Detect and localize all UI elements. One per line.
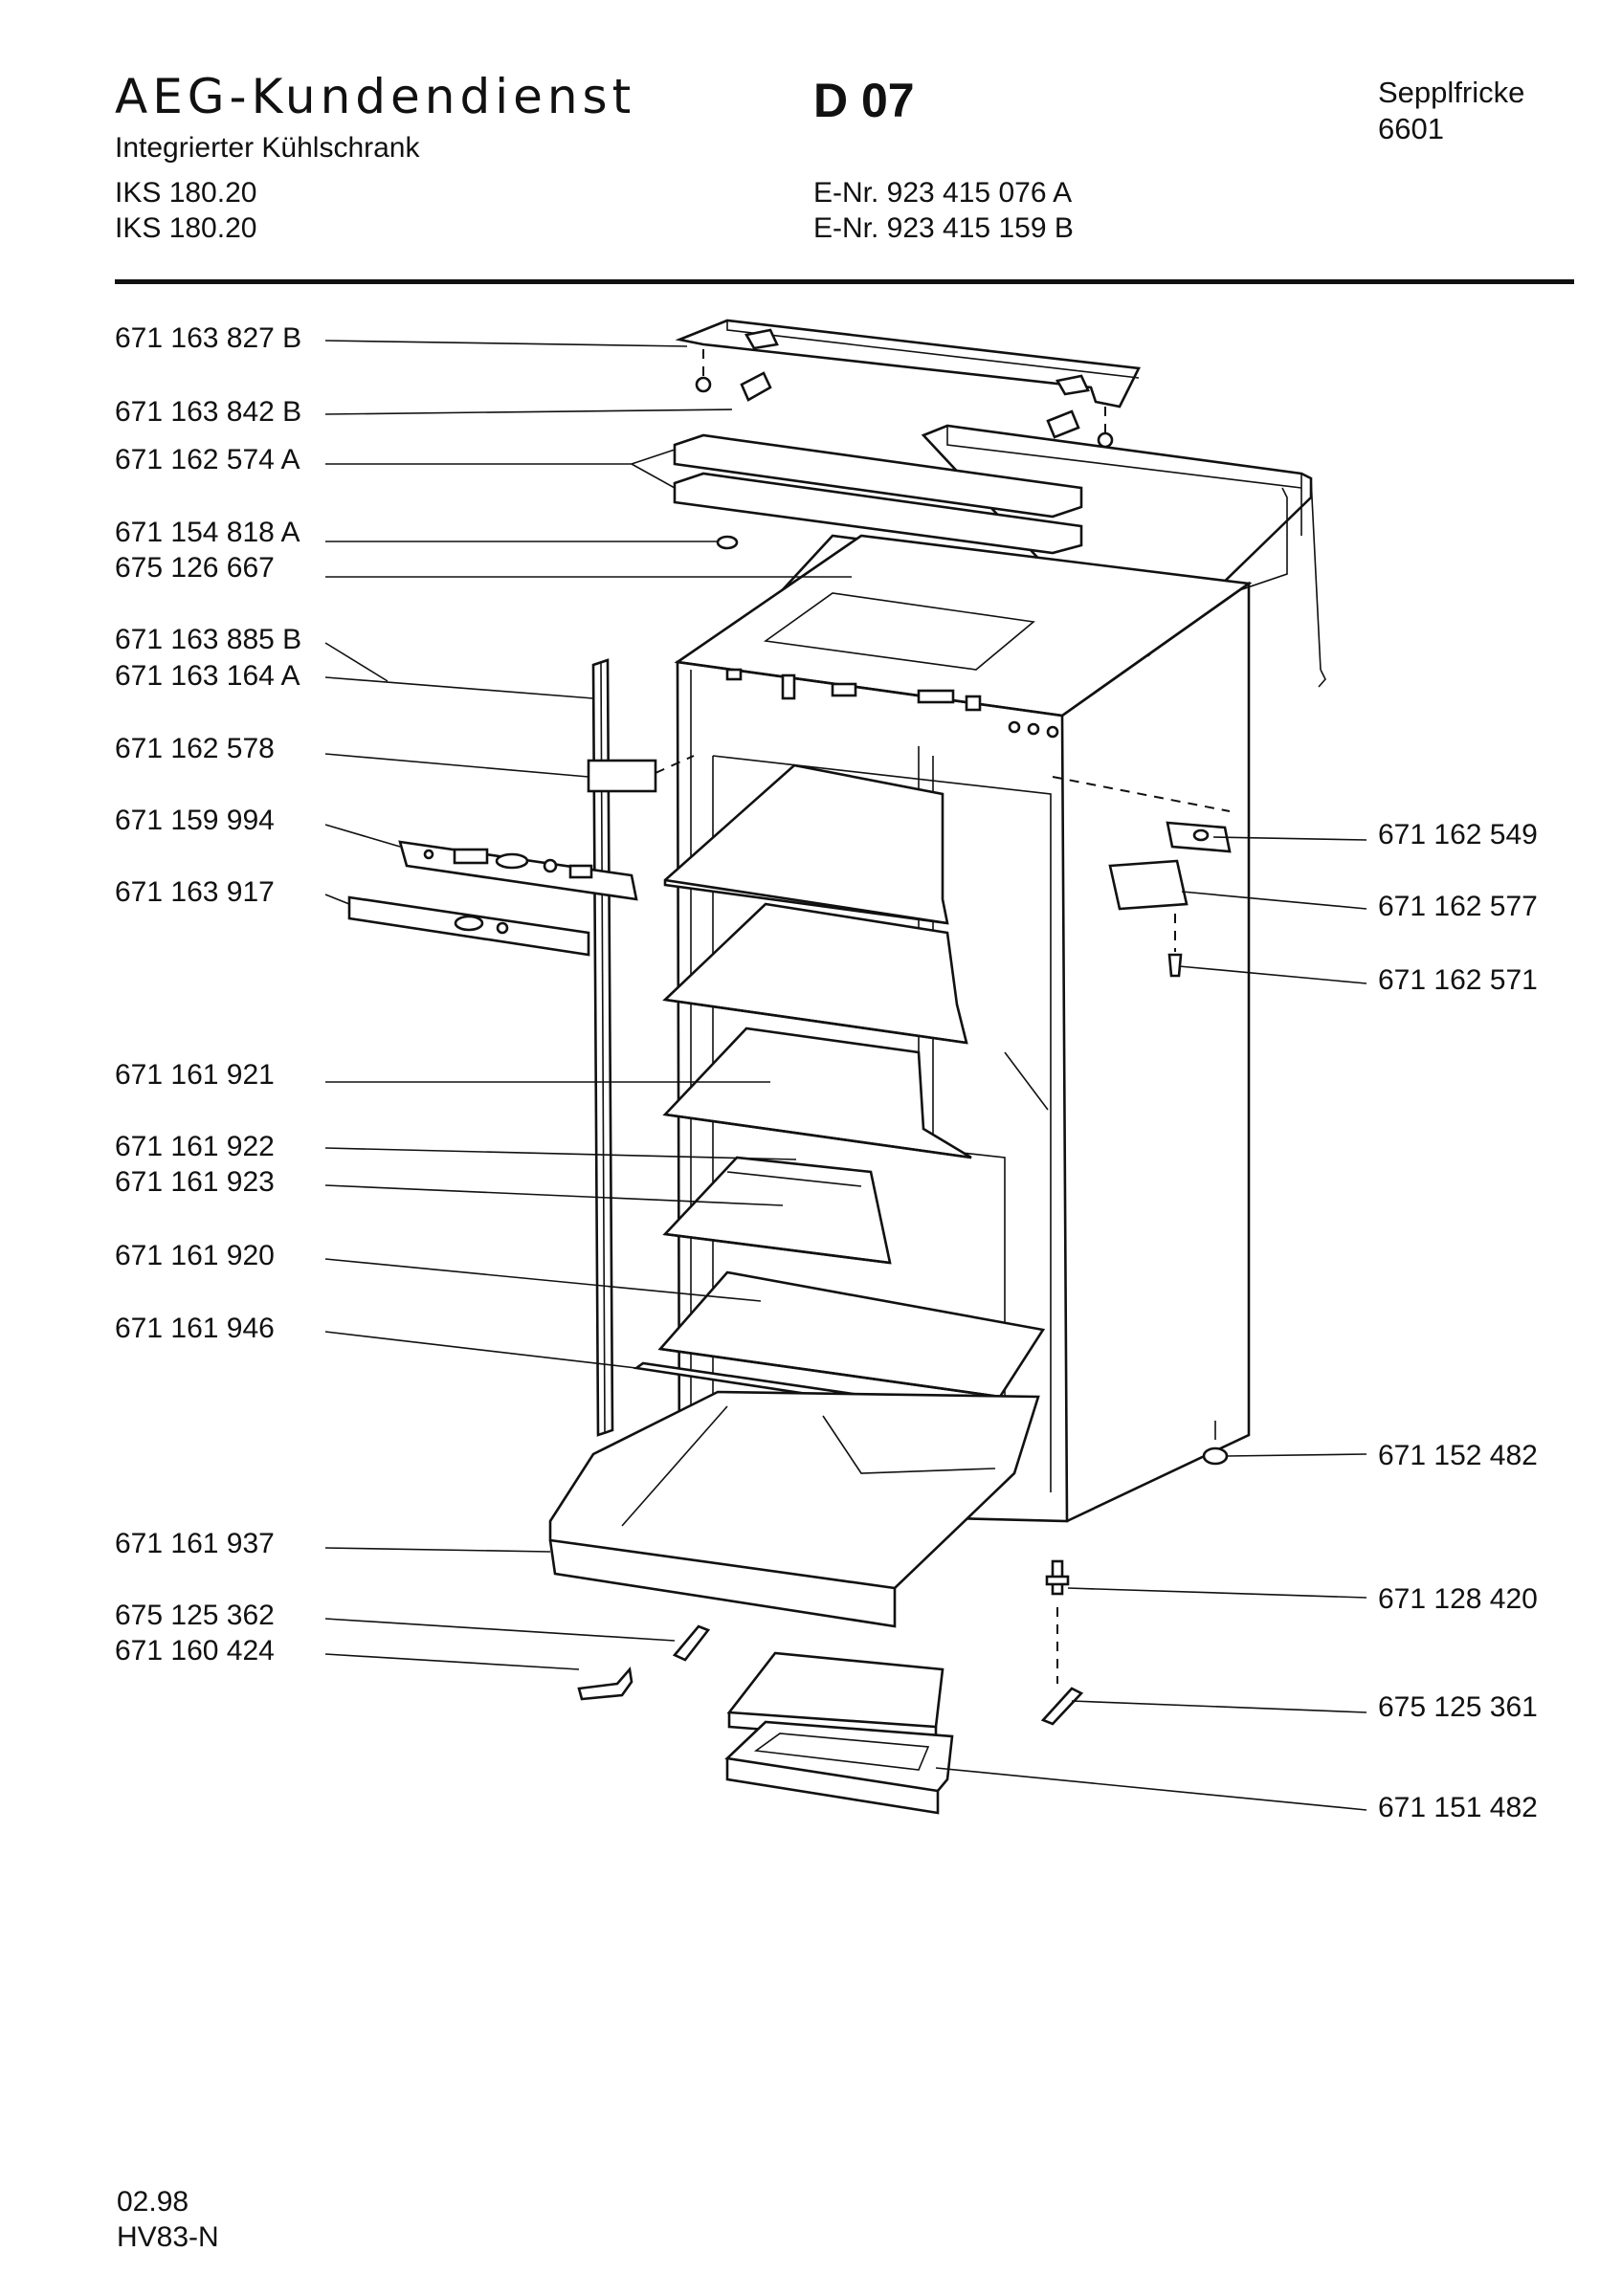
- bottom-bracket-424: [577, 1667, 633, 1701]
- foot-plate: [1040, 1687, 1084, 1726]
- footer-code: HV83-N: [117, 2221, 219, 2253]
- top-rails: [673, 433, 1083, 555]
- part-label: 671 152 482: [1378, 1440, 1538, 1471]
- cabinet-body: [674, 534, 1253, 1523]
- storage-box: [724, 1651, 954, 1815]
- part-label: 671 160 424: [115, 1635, 275, 1667]
- part-label: 675 126 667: [115, 552, 275, 584]
- part-label: 671 163 842 B: [115, 396, 302, 428]
- author-block: Sepplfricke 6601: [1378, 75, 1524, 147]
- part-label: 671 128 420: [1378, 1583, 1538, 1615]
- top-mounting-rail: [675, 319, 1141, 449]
- document-code: D 07: [813, 74, 915, 127]
- product-name: Integrierter Kühlschrank: [115, 132, 420, 164]
- enr-2: E-Nr. 923 415 159 B: [813, 212, 1074, 244]
- shelf-5: [657, 1270, 1046, 1399]
- part-label: 671 161 937: [115, 1528, 275, 1559]
- foot-washer: [1202, 1421, 1229, 1466]
- part-label: 671 163 827 B: [115, 322, 302, 354]
- part-label: 671 162 578: [115, 733, 275, 764]
- door-hinge-strip: [587, 658, 695, 1437]
- hinge-screw: [1167, 914, 1183, 978]
- part-label: 671 162 574 A: [115, 444, 300, 475]
- part-label: 671 162 571: [1378, 964, 1538, 996]
- leveling-foot: [1045, 1559, 1070, 1684]
- bottom-bracket-362: [672, 1624, 711, 1662]
- model-1: IKS 180.20: [115, 177, 257, 209]
- part-label: 671 159 994: [115, 805, 275, 836]
- part-label: 671 151 482: [1378, 1792, 1538, 1823]
- part-label: 671 161 946: [115, 1313, 275, 1344]
- cover-strip: [347, 895, 590, 957]
- shelf-3: [662, 1027, 972, 1159]
- clip-pair: [740, 371, 1080, 439]
- shelf-4-crisper-cover: [662, 1156, 892, 1265]
- leader-lines-right: [935, 836, 1367, 1811]
- part-label: 671 161 920: [115, 1240, 275, 1271]
- footer-date: 02.98: [117, 2186, 189, 2218]
- part-label: 671 163 164 A: [115, 660, 300, 692]
- part-label: 671 161 921: [115, 1059, 275, 1091]
- part-label: 671 163 885 B: [115, 624, 302, 655]
- part-label: 671 163 917: [115, 876, 275, 908]
- part-label: 671 162 549: [1378, 819, 1538, 850]
- part-label: 671 154 818 A: [115, 517, 300, 548]
- hinge-bracket: [1052, 776, 1232, 853]
- header-divider: [115, 279, 1574, 284]
- part-label: 675 125 362: [115, 1600, 275, 1631]
- shelf-2: [662, 902, 968, 1045]
- part-label: 671 161 923: [115, 1166, 275, 1198]
- brand-title: AEG-Kundendienst: [115, 69, 636, 124]
- leader-lines-left: [324, 340, 852, 1670]
- hinge-cover: [1108, 859, 1189, 911]
- model-2: IKS 180.20: [115, 212, 257, 244]
- author-name: Sepplfricke: [1378, 76, 1525, 109]
- crisper-drawer: [548, 1390, 1040, 1628]
- part-label: 671 162 577: [1378, 891, 1538, 922]
- part-label: 671 161 922: [115, 1131, 275, 1162]
- enr-1: E-Nr. 923 415 076 A: [813, 177, 1073, 209]
- shelf-1: [663, 763, 949, 925]
- control-panel-bracket: [398, 840, 638, 901]
- author-number: 6601: [1378, 112, 1444, 145]
- part-label: 675 125 361: [1378, 1691, 1538, 1723]
